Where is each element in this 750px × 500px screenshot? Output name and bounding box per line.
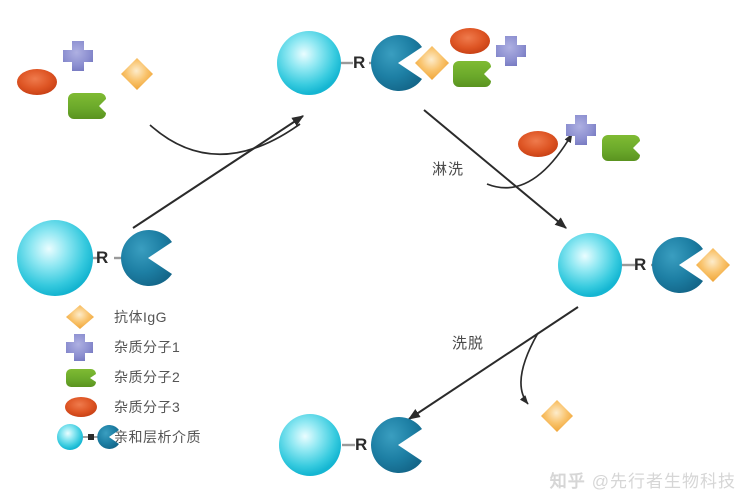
ellipse-icon (518, 131, 558, 157)
curve-impurity-release (486, 133, 573, 189)
legend: 抗体IgG 杂质分子1 杂质分子2 杂质 (57, 302, 288, 452)
curve-binding-flow (149, 123, 301, 156)
ligand-pacman-icon (121, 230, 172, 287)
cross-blob-icon (66, 334, 93, 361)
complex-bound (277, 28, 526, 95)
bead-icon (277, 31, 341, 95)
ellipse-icon (17, 69, 57, 95)
c-shape-icon (602, 135, 640, 161)
legend-item-igg: 抗体IgG (58, 302, 288, 332)
curve-igg-elute (519, 332, 539, 405)
c-shape-icon (66, 369, 96, 387)
cross-blob-icon (566, 115, 596, 145)
complex-regenerated (279, 414, 422, 476)
ellipse-icon (450, 28, 490, 54)
diamond-icon (66, 305, 94, 329)
legend-label-medium: 亲和层析介质 (114, 429, 201, 445)
legend-label-impurity-3: 杂质分子3 (114, 399, 181, 415)
legend-icon-impurity-1 (58, 332, 114, 362)
diamond-icon (541, 400, 573, 432)
diamond-icon (415, 46, 449, 80)
diamond-icon (696, 248, 730, 282)
legend-item-impurity-3: 杂质分子3 (58, 392, 288, 422)
watermark-handle: @先行者生物科技 (591, 472, 736, 491)
legend-label-impurity-1: 杂质分子1 (114, 339, 181, 355)
arrow-binding (132, 115, 305, 229)
legend-item-medium: 亲和层析介质 (57, 422, 288, 452)
ligand-pacman-icon (371, 417, 422, 474)
bead-icon (558, 233, 622, 297)
legend-icon-igg (58, 302, 114, 332)
free-molecules-eluted (541, 400, 573, 432)
cross-blob-icon (63, 41, 93, 71)
ligand-pacman-icon (652, 237, 703, 294)
cross-blob-icon (496, 36, 526, 66)
ligand-pacman-icon (97, 425, 119, 449)
free-molecules-feed (17, 41, 153, 119)
process-label-rinse: 淋洗 (432, 161, 465, 178)
linker-label-top: R (353, 53, 366, 72)
arrow-elution (407, 306, 579, 420)
legend-item-impurity-1: 杂质分子1 (58, 332, 288, 362)
bead-icon (17, 220, 93, 296)
legend-label-impurity-2: 杂质分子2 (114, 369, 181, 385)
ellipse-icon (65, 397, 97, 417)
watermark: 知乎 @先行者生物科技 (550, 467, 736, 492)
complex-washed (558, 233, 730, 297)
bead-icon (57, 424, 83, 450)
ligand-pacman-icon (371, 35, 422, 92)
process-label-elution: 洗脱 (452, 335, 485, 352)
c-shape-icon (453, 61, 491, 87)
linker-label-dot (88, 434, 94, 440)
bead-icon (279, 414, 341, 476)
watermark-logo: 知乎 (549, 472, 586, 491)
c-shape-icon (68, 93, 106, 119)
legend-icon-impurity-3 (58, 392, 114, 422)
process-arrows (132, 109, 579, 420)
complex-loading-medium (17, 220, 172, 296)
linker-label-left: R (96, 248, 109, 267)
legend-icon-medium (57, 422, 119, 452)
legend-item-impurity-2: 杂质分子2 (58, 362, 288, 392)
arrow-rinse (423, 109, 567, 229)
legend-label-igg: 抗体IgG (114, 309, 168, 325)
free-molecules-washed-off (518, 115, 640, 161)
diamond-icon (121, 58, 153, 90)
linker-label-right: R (634, 255, 647, 274)
legend-icon-impurity-2 (58, 362, 114, 392)
linker-label-bottom: R (355, 435, 368, 454)
